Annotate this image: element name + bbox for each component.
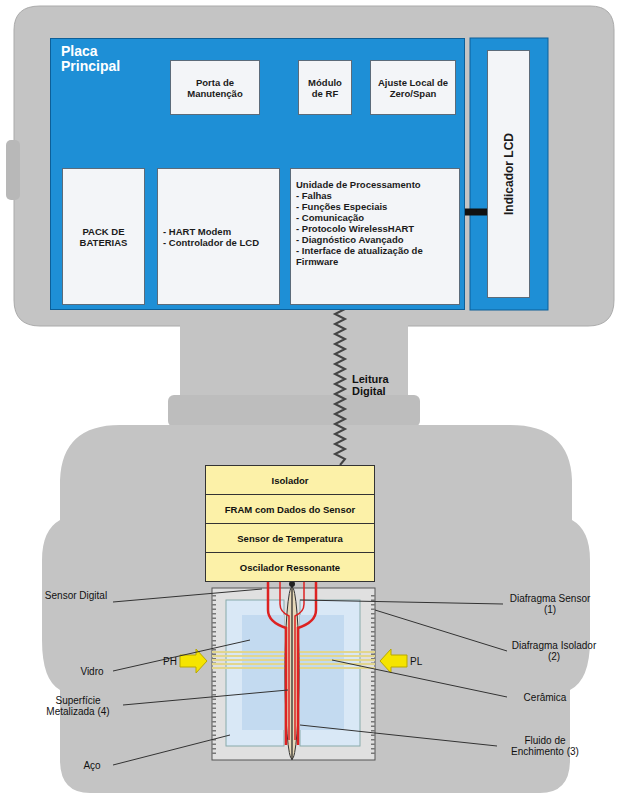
housing-head [14, 6, 614, 326]
housing-body [42, 425, 590, 793]
node-line: - Diagnóstico Avançado [296, 234, 454, 245]
housing-ring [168, 395, 420, 427]
lcd-box: Indicador LCD [487, 50, 530, 298]
leader-line [113, 735, 230, 765]
leader-line [375, 610, 507, 651]
sensor-layer: Isolador [205, 465, 375, 495]
sensor-layer: FRAM com Dados do Sensor [205, 494, 375, 524]
thread-right [371, 595, 375, 755]
modem-box: - HART Modem- Controlador de LCD [157, 168, 280, 305]
rf-box: Módulo de RF [298, 60, 352, 115]
leader-line [300, 600, 503, 604]
ceramic-left [242, 615, 284, 730]
part-label: Sensor Digital [40, 590, 112, 601]
node-text: Sensor de Temperatura [237, 533, 342, 544]
adjust-box: Ajuste Local de Zero/Span [370, 60, 456, 115]
node-text: FRAM com Dados do Sensor [225, 504, 355, 515]
center-axis [291, 582, 292, 760]
red-lead [295, 581, 304, 740]
node-text: Módulo de RF [304, 77, 346, 99]
part-label: Vidro [72, 666, 112, 677]
node-line: - Controlador de LCD [163, 237, 274, 248]
node-text: Placa Principal [61, 44, 141, 74]
node-text: Porta de Manutenção [176, 77, 254, 99]
node-line: - Funções Especiais [296, 201, 454, 212]
leader-lines [113, 589, 507, 765]
node-line: - Interface de atualização de Firmware [296, 245, 454, 267]
node-line: - Protocolo WirelessHART [296, 223, 454, 234]
sensor-layer: Sensor de Temperatura [205, 523, 375, 553]
part-label: PH [150, 656, 177, 667]
part-label: Superfície Metalizada (4) [34, 695, 122, 717]
pressure-arrow [380, 649, 407, 673]
battery-box: PACK DE BATERIAS [62, 168, 145, 305]
thread-left [212, 595, 216, 755]
part-label: PL [410, 656, 437, 667]
node-text: Ajuste Local de Zero/Span [376, 77, 450, 99]
leader-line [123, 690, 288, 705]
node-text: Unidade de Processamento [296, 179, 454, 190]
edge-label: Leitura Digital [352, 373, 410, 397]
main-board: Placa PrincipalPorta de Manutenção Módulo… [50, 38, 465, 310]
leader-line [300, 725, 497, 746]
sensor-body [212, 588, 375, 760]
node-text: - HART Modem [163, 226, 274, 237]
sensor-layer: Oscilador Ressonante [205, 552, 375, 582]
leader-line [113, 640, 250, 671]
part-label: Diafragma Isolador (2) [509, 640, 599, 662]
node-text: Indicador LCD [502, 133, 516, 215]
processor-box: Unidade de Processamento- Falhas- Funçõe… [290, 168, 460, 305]
node-text: Isolador [272, 475, 309, 486]
lcd-panel [470, 38, 548, 310]
node-text: PACK DE BATERIAS [68, 226, 139, 248]
red-lead [280, 581, 289, 740]
ceramic-right [300, 615, 344, 730]
part-label: Fluido de Enchimento (3) [499, 735, 591, 757]
node-line: - Comunicação [296, 212, 454, 223]
node-line: - Falhas [296, 190, 454, 201]
part-label: Cerâmica [509, 692, 581, 703]
part-label: Diafragma Sensor (1) [505, 593, 595, 615]
digital-link [335, 305, 345, 465]
node-text: Oscilador Ressonante [240, 562, 340, 573]
port-box: Porta de Manutenção [170, 60, 260, 115]
part-label: Aço [72, 760, 112, 771]
housing-lug [6, 140, 20, 200]
leader-line [113, 589, 262, 602]
red-lead [298, 581, 316, 745]
red-lead [268, 581, 286, 745]
